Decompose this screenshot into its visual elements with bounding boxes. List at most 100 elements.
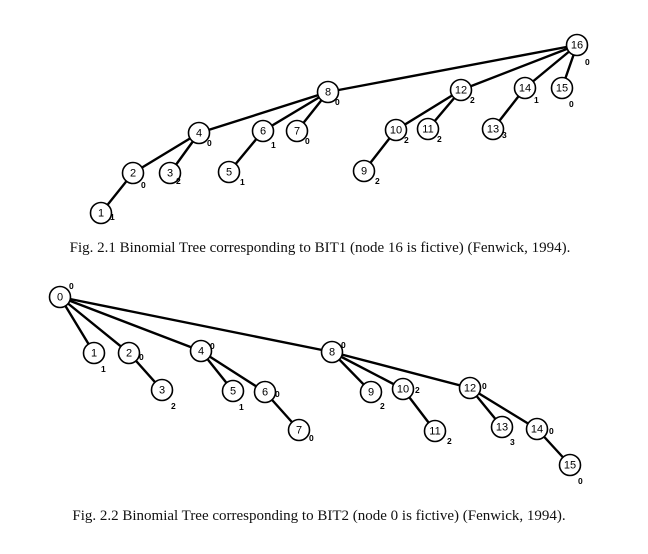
tree-node-5: 51 (217, 160, 245, 187)
node-subscript: 0 (335, 97, 340, 107)
tree-node-9: 92 (359, 380, 385, 411)
node-subscript: 2 (470, 95, 475, 105)
node-label: 7 (294, 126, 300, 138)
node-circle (117, 341, 141, 365)
node-label: 11 (429, 426, 440, 438)
node-label: 9 (368, 387, 374, 399)
node-circle (423, 419, 447, 443)
tree-edge-8-10 (330, 350, 405, 391)
tree-node-14: 141 (513, 76, 539, 105)
tree-node-5: 51 (221, 379, 245, 412)
tree-node-12: 122 (449, 78, 475, 105)
node-subscript: 1 (240, 177, 245, 187)
tree-node-13: 133 (490, 415, 515, 447)
tree-node-15: 150 (558, 453, 583, 486)
node-label: 4 (198, 346, 204, 358)
node-label: 12 (464, 383, 476, 395)
node-subscript: 0 (207, 138, 212, 148)
node-subscript: 3 (502, 130, 507, 140)
node-subscript: 2 (415, 385, 420, 395)
tree-edge-8-6 (261, 90, 330, 133)
tree-edge-12-14 (468, 386, 539, 431)
node-subscript: 2 (380, 401, 385, 411)
node-subscript: 0 (139, 352, 144, 362)
figure-2-1-caption: Fig. 2.1 Binomial Tree corresponding to … (69, 240, 571, 256)
node-circle (251, 119, 275, 143)
tree-node-12: 12 0 (458, 376, 487, 400)
node-label: 6 (262, 387, 268, 399)
tree-node-8: 80 (320, 340, 346, 364)
node-subscript: 2 (375, 176, 380, 186)
node-subscript: 0 (585, 57, 590, 67)
node-label: 8 (329, 347, 335, 359)
tree-node-3: 32 (158, 161, 182, 186)
node-subscript: 0 (549, 426, 554, 436)
node-circle (285, 119, 309, 143)
node-circle (558, 453, 582, 477)
node-label: 15 (556, 83, 568, 95)
tree-edge-4-6 (199, 349, 267, 394)
node-subscript: 2 (176, 176, 181, 186)
tree-node-11: 112 (423, 419, 452, 446)
node-subscript: 2 (171, 401, 176, 411)
node-circle (565, 33, 589, 57)
node-circle (416, 117, 440, 141)
node-circle (513, 76, 537, 100)
tree-node-10: 102 (384, 118, 409, 145)
figure-2-2-caption: Fig. 2.2 Binomial Tree corresponding to … (72, 508, 566, 524)
node-label: 2 (126, 348, 132, 360)
node-label: 14 (519, 83, 531, 95)
node-label: 13 (496, 422, 508, 434)
node-circle (320, 340, 344, 364)
node-circle (449, 78, 473, 102)
node-subscript: 0 (275, 389, 280, 399)
node-subscript: 1 (534, 95, 539, 105)
node-label: 5 (226, 167, 232, 179)
node-label: 1 (91, 348, 97, 360)
tree-edge-12-10 (394, 88, 463, 132)
tree-edge-8-4 (197, 90, 330, 135)
node-circle (253, 380, 277, 404)
node-label: 12 (455, 85, 467, 97)
node-label: 1 (98, 208, 104, 220)
tree-node-11: 112 (416, 117, 442, 144)
node-circle (48, 285, 72, 309)
node-label: 2 (130, 168, 136, 180)
node-label: 6 (260, 126, 266, 138)
node-circle (150, 378, 174, 402)
node-circle (352, 159, 376, 183)
node-subscript: 0 (569, 99, 574, 109)
node-circle (359, 380, 383, 404)
node-subscript: 0 (305, 136, 310, 146)
node-subscript: 3 (510, 437, 515, 447)
node-subscript: 0 (69, 281, 74, 291)
node-label: 10 (390, 125, 402, 137)
node-label: 16 (571, 40, 583, 52)
tree-node-2: 20 (121, 161, 146, 190)
node-subscript: 1 (271, 140, 276, 150)
node-subscript: 0 (482, 381, 487, 391)
tree-edge-4-2 (131, 131, 201, 175)
node-circle (121, 161, 145, 185)
node-label: 3 (167, 168, 173, 180)
tree-node-1: 11 (82, 341, 106, 374)
tree-edge-0-8 (58, 295, 334, 354)
node-label: 9 (361, 166, 367, 178)
node-circle (550, 76, 574, 100)
node-subscript: 1 (101, 364, 106, 374)
node-label: 13 (487, 124, 499, 136)
node-circle (490, 415, 514, 439)
tree-node-9: 92 (352, 159, 380, 186)
tree-edge-16-12 (459, 43, 579, 92)
node-circle (316, 80, 340, 104)
tree-node-15: 150 (550, 76, 574, 109)
tree-node-8: 80 (316, 80, 340, 107)
tree-node-6: 61 (251, 119, 276, 150)
tree-edge-16-8 (326, 43, 579, 94)
